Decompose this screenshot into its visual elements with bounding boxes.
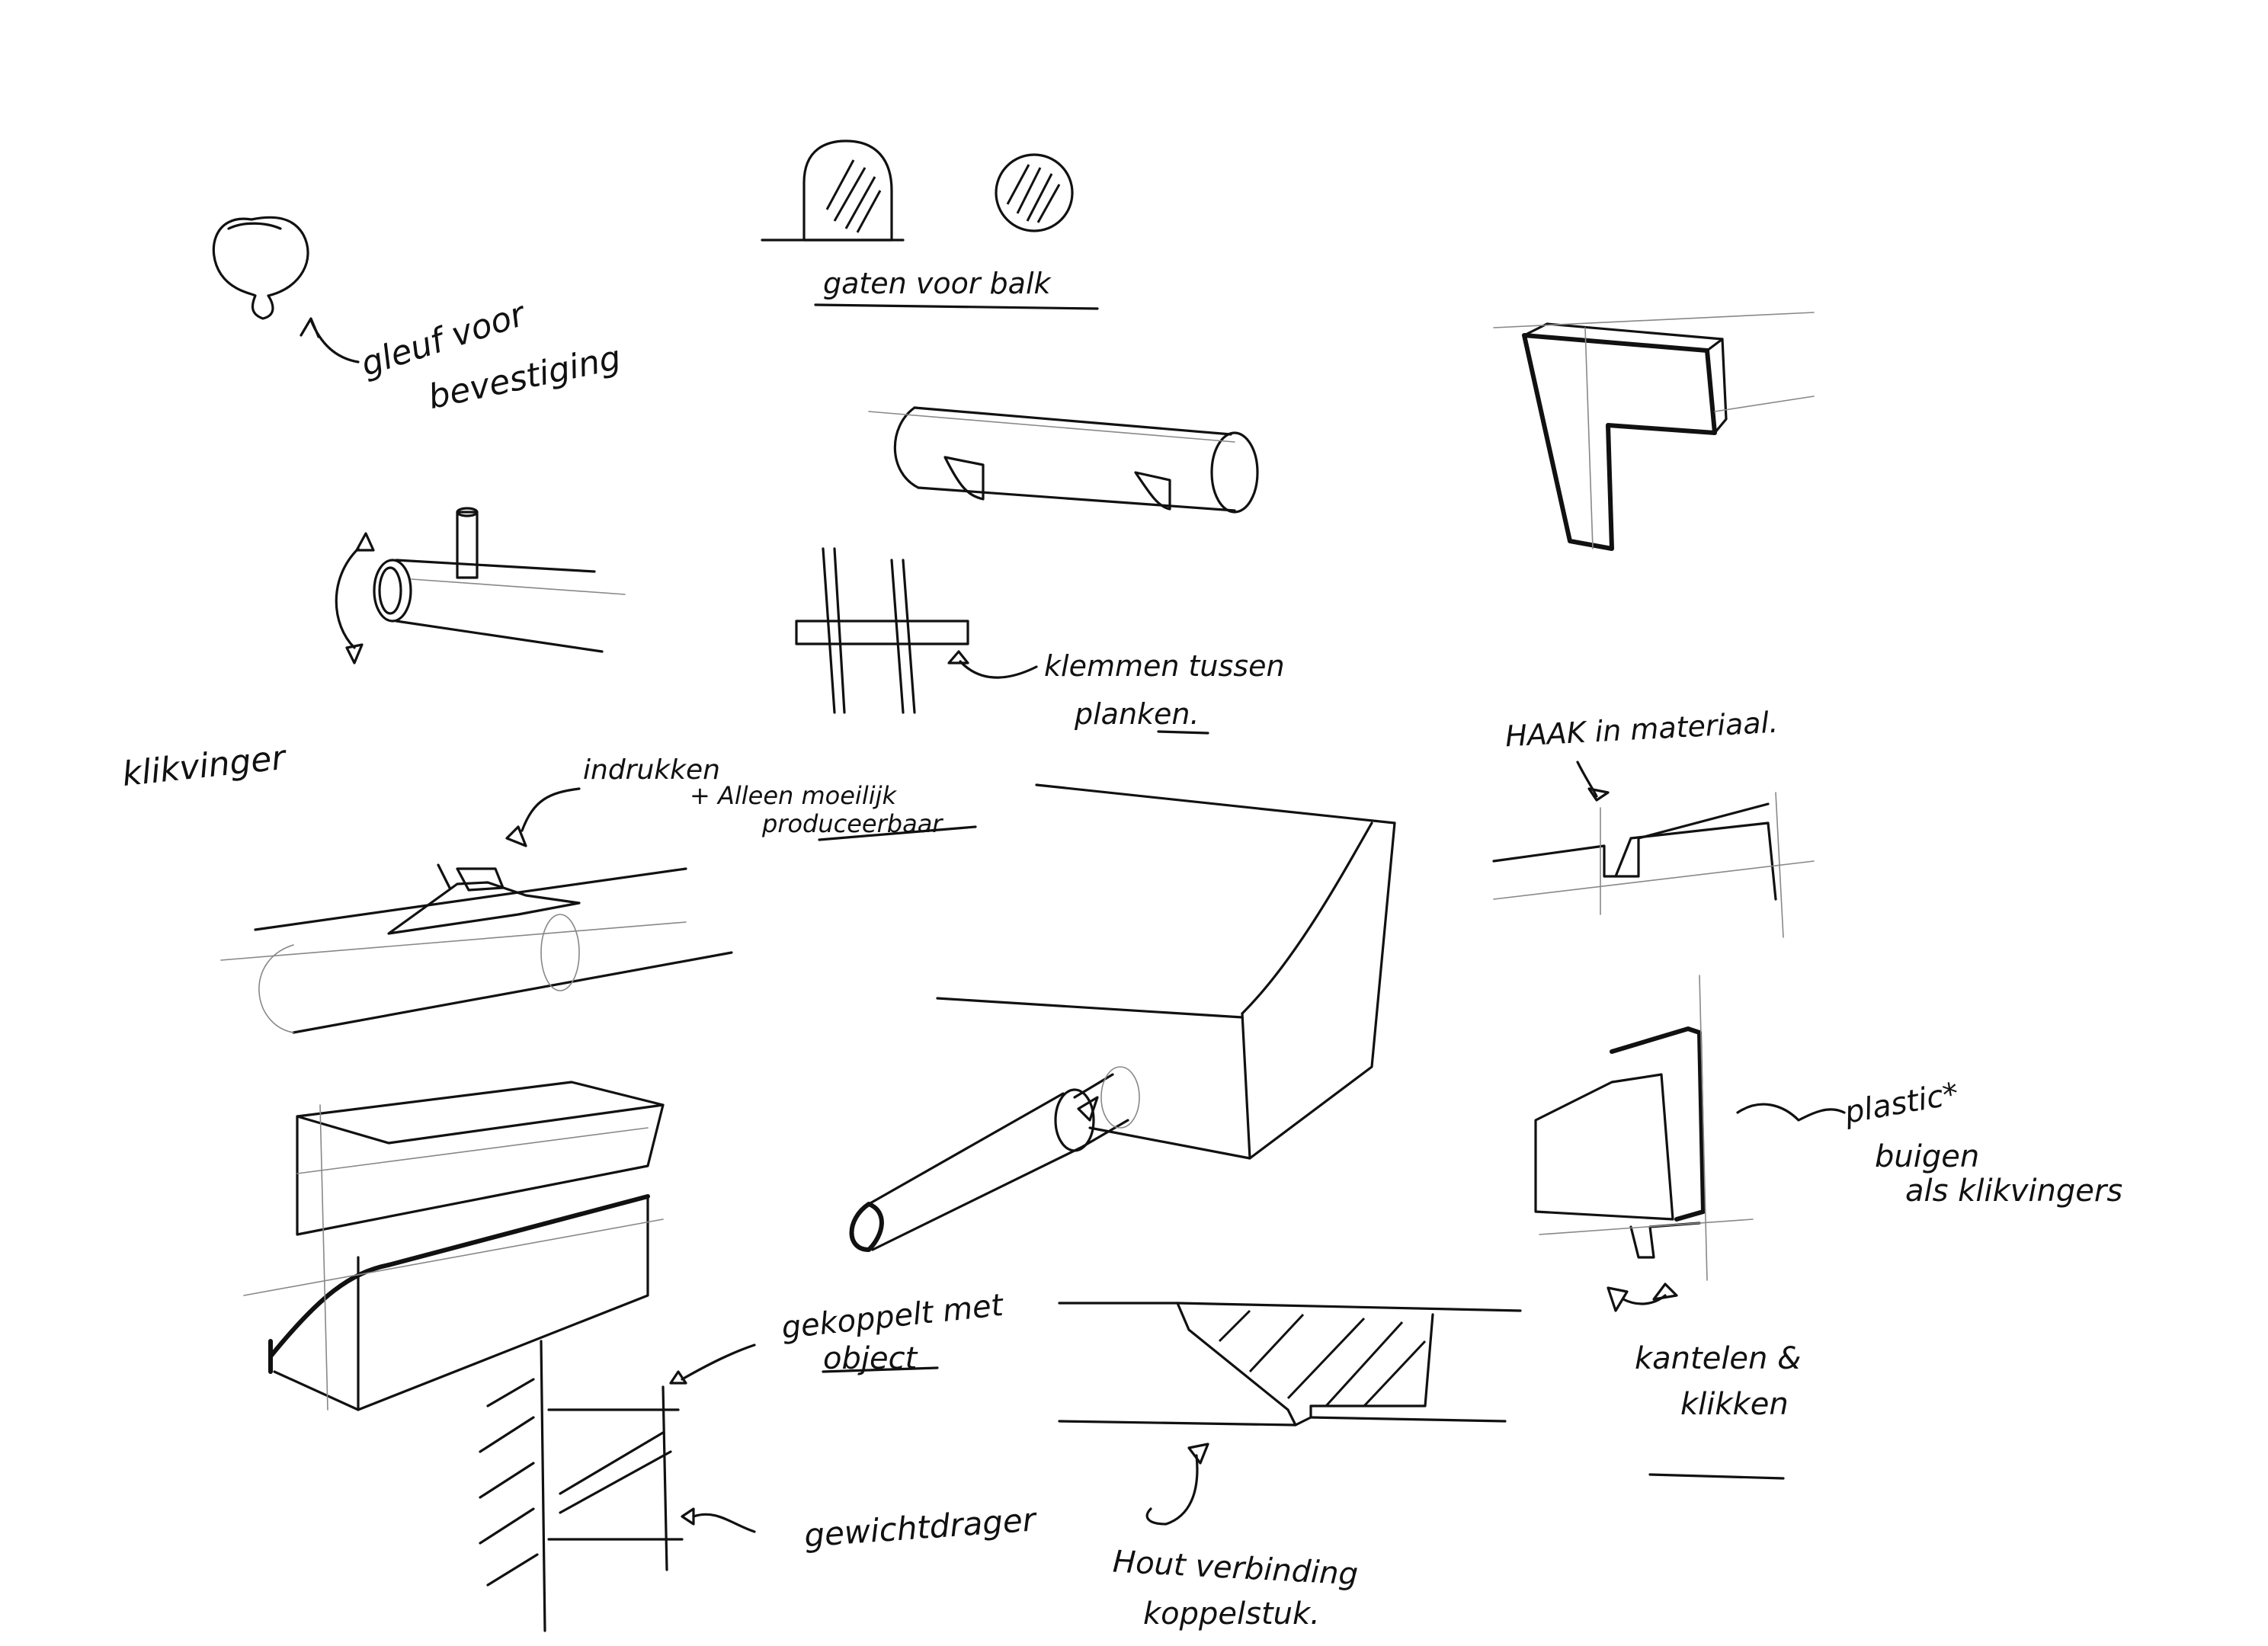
rotating-peg-sketch <box>335 507 626 664</box>
hook-material-sketch <box>1492 761 1815 938</box>
slotted-cylinder-sketch <box>868 406 1259 514</box>
plastic-clip-sketch <box>1534 975 1846 1480</box>
l-bracket-sketch <box>1493 312 1815 551</box>
clamp-sketch <box>795 547 1209 735</box>
weight-carrier-sketch <box>479 1340 939 1632</box>
note-hout-line2: koppelstuk. <box>1143 1596 1320 1632</box>
holes-sketch <box>761 139 1099 310</box>
grooved-box-sketch <box>243 1081 665 1411</box>
keyhole-sketch <box>212 216 360 363</box>
note-plastic-line3: als klikvingers <box>1905 1174 2123 1209</box>
note-klemmen-line2: planken. <box>1075 697 1200 731</box>
note-alleen-line1: + Alleen moeilijk <box>690 781 897 810</box>
klikvinger-sketch <box>220 787 977 1034</box>
note-alleen-line2: produceerbaar <box>762 809 943 838</box>
note-kantelen-line1: kantelen & <box>1635 1341 1802 1376</box>
note-gekoppelt-line2: object <box>823 1341 918 1376</box>
wood-joint-sketch <box>1058 1302 1522 1526</box>
note-plastic-line2: buigen <box>1875 1139 1980 1174</box>
note-klemmen-line1: klemmen tussen <box>1044 649 1285 683</box>
note-gaten: gaten voor balk <box>823 267 1051 300</box>
note-indrukken: indrukken <box>583 754 720 786</box>
note-kantelen-line2: klikken <box>1680 1387 1789 1422</box>
block-rod-sketch <box>849 783 1396 1252</box>
